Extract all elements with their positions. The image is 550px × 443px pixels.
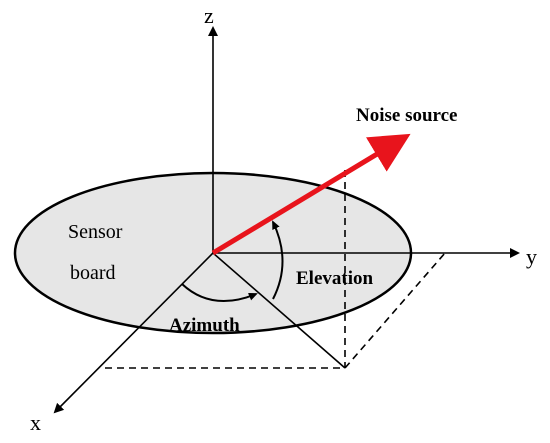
elevation-arc bbox=[272, 220, 284, 300]
azimuth-label: Azimuth bbox=[169, 315, 240, 336]
azimuth-arc bbox=[181, 283, 258, 303]
z-axis-label: z bbox=[204, 3, 214, 28]
y-axis-label: y bbox=[526, 244, 537, 269]
sensor-board-label-line2: board bbox=[70, 262, 116, 284]
x-axis bbox=[53, 252, 214, 414]
noise-source-vector bbox=[211, 133, 411, 256]
right-dashed-line bbox=[344, 252, 446, 369]
x-axis-label: x bbox=[30, 410, 41, 435]
elevation-label: Elevation bbox=[296, 268, 373, 289]
sensor-board-label-line1: Sensor bbox=[68, 221, 123, 243]
projection-line bbox=[212, 252, 346, 369]
noise-source-label: Noise source bbox=[356, 105, 458, 126]
